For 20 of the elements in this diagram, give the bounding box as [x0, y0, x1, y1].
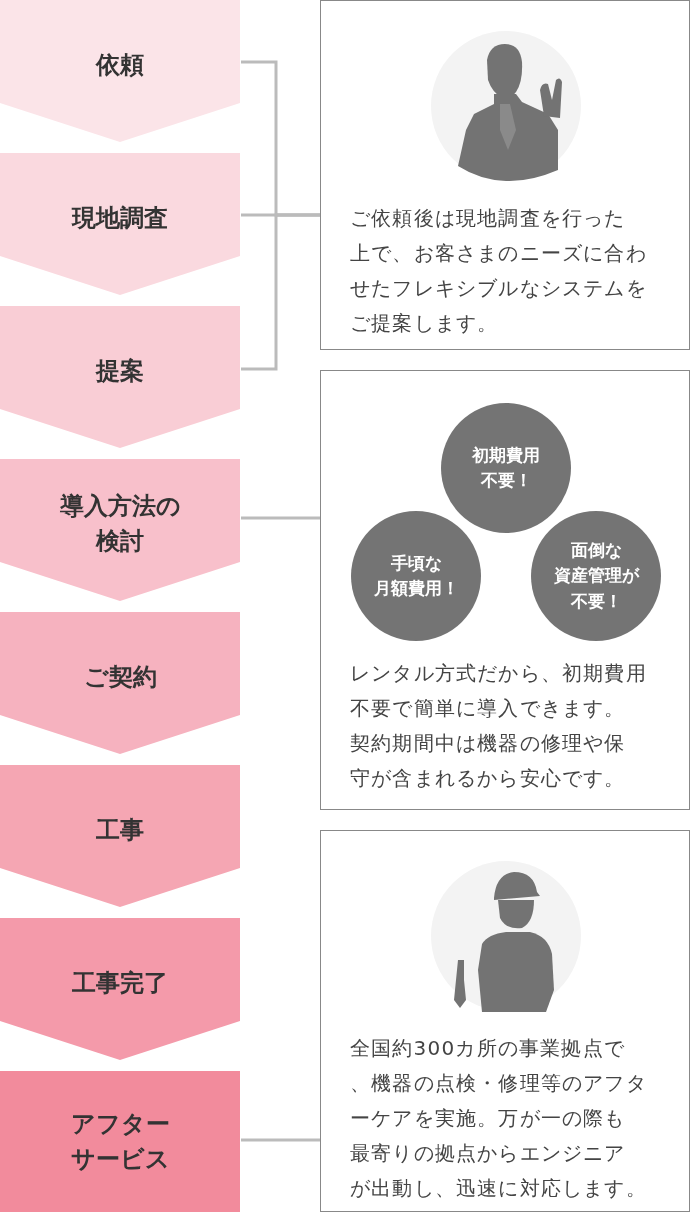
description-text: 全国約300カ所の事業拠点で、機器の点検・修理等のアフターケアを実施。万が一の際も最寄りの拠点からエンジニアが出動し、迅速に対応します。 [350, 1035, 648, 1202]
description-text: ご依頼後は現地調査を行った上で、お客さまのニーズに合わせたフレキシブルなシステムをご提案します。 [350, 205, 648, 337]
step-banner: 提案 [0, 306, 240, 448]
step-banner: 依頼 [0, 0, 240, 142]
connector-line [241, 516, 320, 520]
step-banner: 工事 [0, 765, 240, 907]
connector-line [241, 213, 320, 371]
step-banner: 工事完了 [0, 918, 240, 1060]
feature-circle: 面倒な資産管理が不要！ [531, 511, 661, 641]
connector-line [241, 1138, 320, 1142]
step-banner: ご契約 [0, 612, 240, 754]
step-banner: アフターサービス [0, 1071, 240, 1212]
description-text: レンタル方式だから、初期費用不要で簡単に導入できます。契約期間中は機器の修理や保守が含まれるから安心です。 [350, 660, 648, 792]
feature-circle: 手頃な月額費用！ [351, 511, 481, 641]
feature-circle: 初期費用不要！ [441, 403, 571, 533]
text-panel [320, 370, 690, 810]
text-panel [320, 830, 690, 1212]
step-banner: 導入方法の検討 [0, 459, 240, 601]
step-banner: 現地調査 [0, 153, 240, 295]
text-panel [320, 0, 690, 350]
